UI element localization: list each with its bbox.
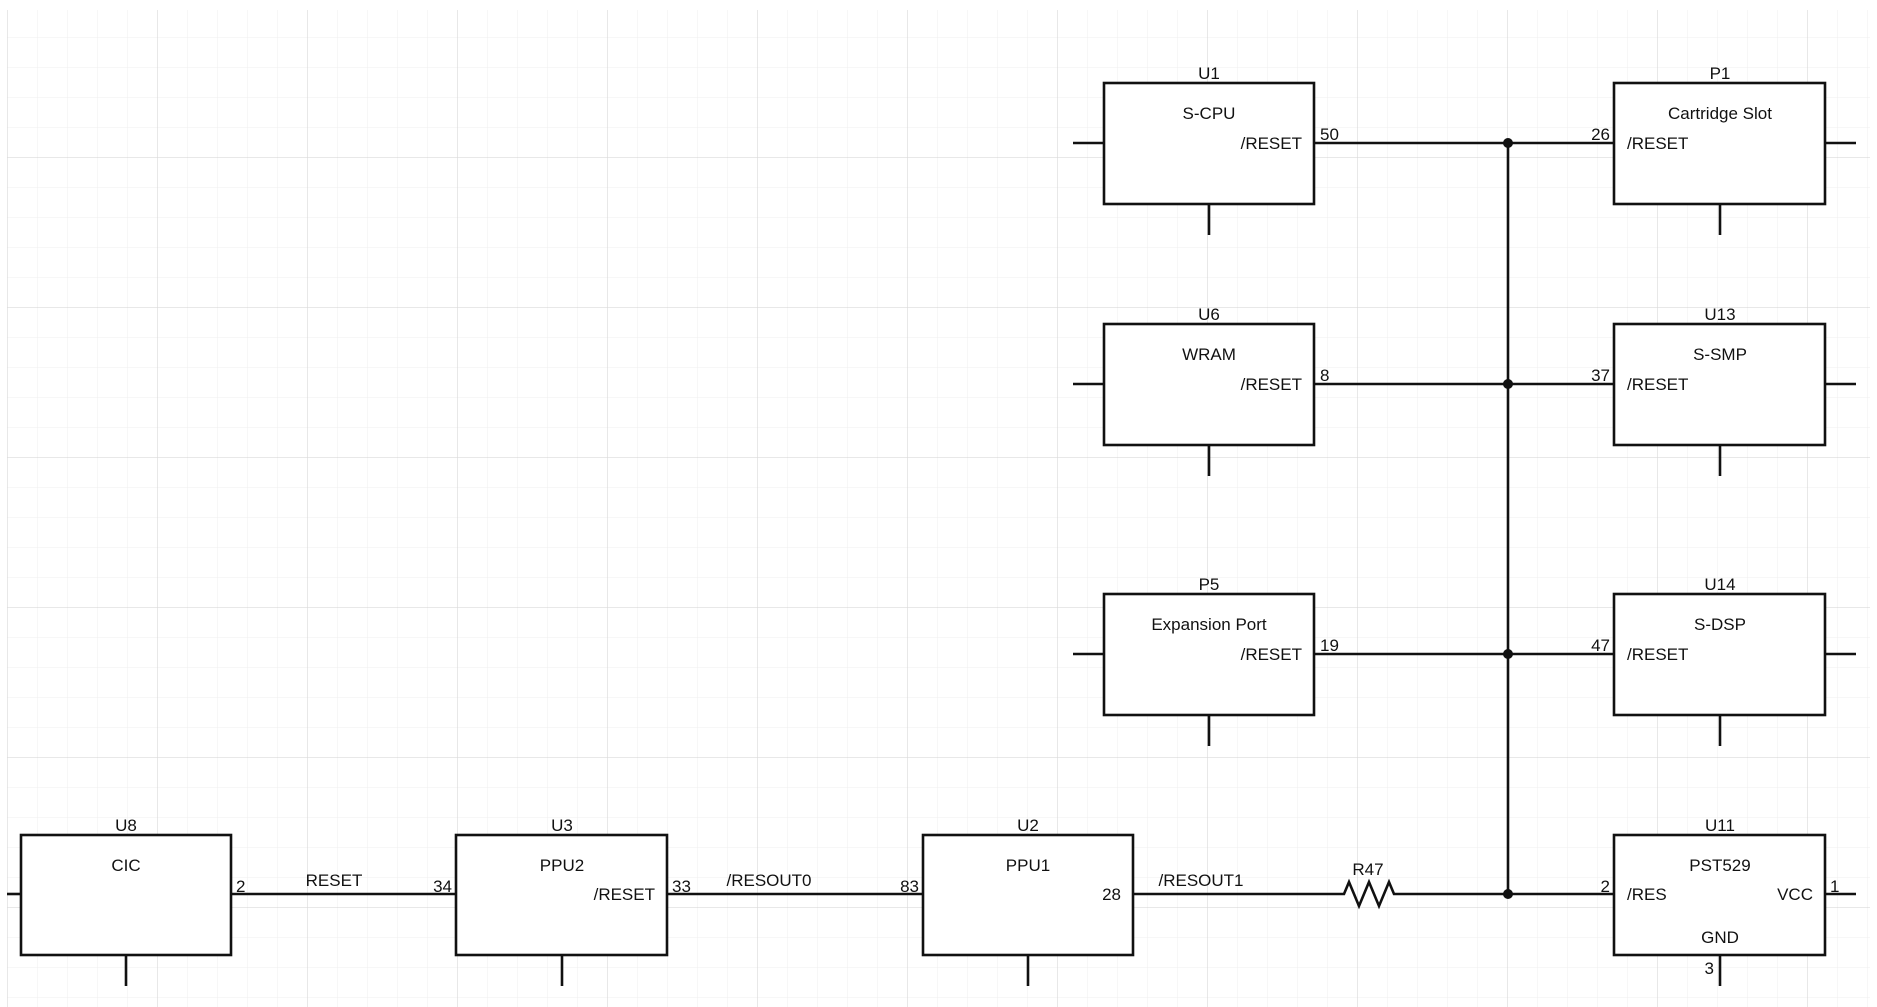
component-ref: U1 bbox=[1198, 64, 1220, 83]
net-label-resout0: /RESOUT0 bbox=[726, 871, 811, 890]
component-name: WRAM bbox=[1182, 345, 1236, 364]
component-name: S-CPU bbox=[1183, 104, 1236, 123]
component-ref: U11 bbox=[1705, 816, 1735, 835]
component-u14[interactable]: U14 S-DSP /RESET 47 bbox=[1591, 575, 1856, 746]
pin-number: 26 bbox=[1591, 125, 1610, 144]
component-u8[interactable]: U8 CIC 2 bbox=[19, 816, 245, 986]
pin-name: /RESET bbox=[1627, 134, 1688, 153]
component-body bbox=[1612, 592, 1827, 717]
component-u1[interactable]: U1 S-CPU /RESET 50 bbox=[1073, 64, 1339, 235]
component-name: S-SMP bbox=[1693, 345, 1747, 364]
component-u6[interactable]: U6 WRAM /RESET 8 bbox=[1073, 305, 1329, 476]
net-label-resout1: /RESOUT1 bbox=[1158, 871, 1243, 890]
pin-number-out: 28 bbox=[1102, 885, 1121, 904]
pin-name: /RESET bbox=[1241, 134, 1302, 153]
component-ref: U6 bbox=[1198, 305, 1220, 324]
component-name: Expansion Port bbox=[1151, 615, 1267, 634]
component-body bbox=[454, 833, 669, 957]
pin-number-out: 33 bbox=[672, 877, 691, 896]
component-u11[interactable]: U11 PST529 /RES VCC GND 2 1 3 bbox=[1601, 816, 1856, 986]
pin-number-in: 34 bbox=[433, 877, 452, 896]
pin-name-gnd: GND bbox=[1701, 928, 1739, 947]
pin-number-vcc: 1 bbox=[1830, 877, 1839, 896]
pin-name: /RESET bbox=[1241, 375, 1302, 394]
pin-number: 37 bbox=[1591, 366, 1610, 385]
junction-dot bbox=[1503, 138, 1513, 148]
component-ref: P1 bbox=[1710, 64, 1731, 83]
pin-number-gnd: 3 bbox=[1705, 959, 1714, 978]
pin-number-in: 83 bbox=[900, 877, 919, 896]
component-ref: U8 bbox=[115, 816, 137, 835]
component-u3[interactable]: U3 PPU2 /RESET 34 33 bbox=[433, 816, 691, 986]
pin-number: 8 bbox=[1320, 366, 1329, 385]
pin-name: /RESET bbox=[594, 885, 655, 904]
junctions bbox=[1503, 138, 1513, 899]
net-label-reset: RESET bbox=[306, 871, 363, 890]
component-p5[interactable]: P5 Expansion Port /RESET 19 bbox=[1073, 575, 1339, 746]
pin-number: 47 bbox=[1591, 636, 1610, 655]
resistor-r47-ref: R47 bbox=[1352, 860, 1383, 879]
pin-name-res: /RES bbox=[1627, 885, 1667, 904]
component-name: CIC bbox=[111, 856, 140, 875]
component-name: PPU2 bbox=[540, 856, 584, 875]
component-ref: P5 bbox=[1199, 575, 1220, 594]
component-body bbox=[921, 833, 1135, 957]
component-body bbox=[19, 833, 233, 957]
resistor-r47[interactable]: R47 bbox=[1339, 860, 1397, 910]
pin-name: /RESET bbox=[1627, 645, 1688, 664]
component-name: PST529 bbox=[1689, 856, 1750, 875]
pin-number: 50 bbox=[1320, 125, 1339, 144]
component-name: PPU1 bbox=[1006, 856, 1050, 875]
component-ref: U2 bbox=[1017, 816, 1039, 835]
component-u13[interactable]: U13 S-SMP /RESET 37 bbox=[1591, 305, 1856, 476]
component-name: Cartridge Slot bbox=[1668, 104, 1772, 123]
component-name: S-DSP bbox=[1694, 615, 1746, 634]
component-body bbox=[1612, 833, 1827, 957]
pin-name: /RESET bbox=[1241, 645, 1302, 664]
component-body bbox=[1102, 322, 1316, 447]
pin-number: 2 bbox=[236, 877, 245, 896]
component-p1[interactable]: P1 Cartridge Slot /RESET 26 bbox=[1591, 64, 1856, 235]
component-body bbox=[1102, 592, 1316, 717]
component-body bbox=[1102, 81, 1316, 206]
pin-name-vcc: VCC bbox=[1777, 885, 1813, 904]
component-ref: U14 bbox=[1704, 575, 1735, 594]
pin-name: /RESET bbox=[1627, 375, 1688, 394]
junction-dot bbox=[1503, 649, 1513, 659]
component-body bbox=[1612, 81, 1827, 206]
junction-dot bbox=[1503, 889, 1513, 899]
junction-dot bbox=[1503, 379, 1513, 389]
component-body bbox=[1612, 322, 1827, 447]
pin-number-res: 2 bbox=[1601, 877, 1610, 896]
component-ref: U13 bbox=[1704, 305, 1735, 324]
resistor-r47-zigzag bbox=[1339, 878, 1397, 910]
pin-number: 19 bbox=[1320, 636, 1339, 655]
component-u2[interactable]: U2 PPU1 83 28 bbox=[900, 816, 1135, 986]
component-ref: U3 bbox=[551, 816, 573, 835]
